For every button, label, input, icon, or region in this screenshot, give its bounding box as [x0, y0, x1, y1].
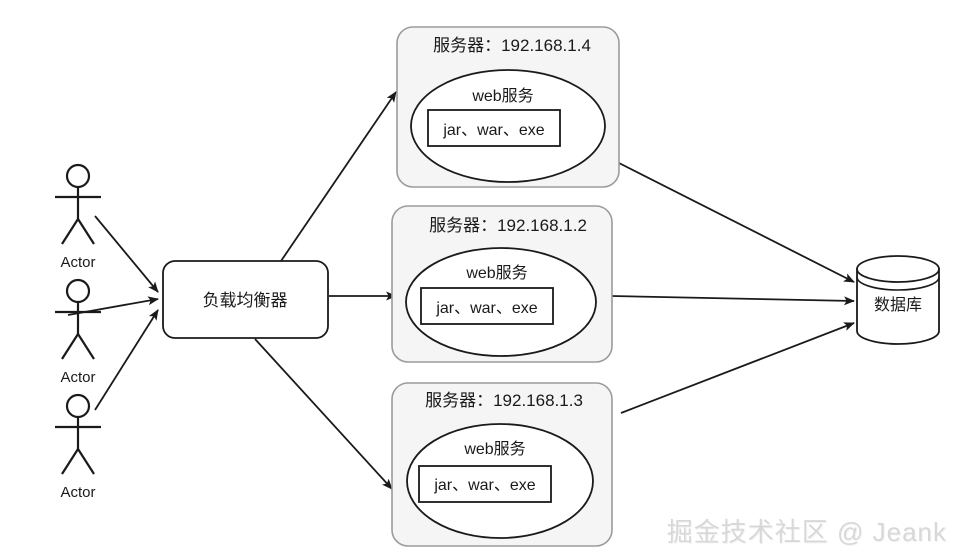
- load-balancer-label: 负载均衡器: [203, 291, 288, 310]
- web-service-label: web服务: [465, 264, 527, 282]
- server-node-2[interactable]: 服务器：192.168.1.2 web服务 jar、war、exe: [391, 205, 613, 363]
- connector-server-2-to-database: [611, 295, 855, 306]
- actor-leg-left: [61, 333, 79, 360]
- artifacts-box: [427, 109, 561, 147]
- connector-load-balancer-to-server-3: [254, 338, 393, 490]
- web-service-label: web服务: [471, 87, 533, 105]
- actor-leg-left: [61, 448, 79, 475]
- watermark: 掘金技术社区 @ Jeank: [666, 517, 947, 547]
- artifacts-label: jar、war、exe: [442, 122, 544, 139]
- actor-head-icon: [65, 278, 91, 304]
- actor-head-icon: [65, 393, 91, 419]
- actor-2: Actor: [55, 278, 101, 386]
- database-rim-line: [856, 276, 940, 291]
- server-title: 服务器：192.168.1.3: [425, 391, 583, 410]
- actor-head-icon: [65, 163, 91, 189]
- artifacts-label: jar、war、exe: [433, 477, 535, 494]
- actor-leg-left: [61, 218, 79, 245]
- load-balancer-node[interactable]: 负载均衡器: [162, 260, 329, 339]
- connector-server-3-to-database: [620, 322, 855, 414]
- connector-load-balancer-to-server-1: [280, 91, 397, 262]
- connector-server-1-to-database: [618, 162, 855, 283]
- connector-actor2-to-load-balancer: [67, 296, 159, 316]
- artifacts-label: jar、war、exe: [435, 300, 537, 317]
- actor-leg-right: [77, 333, 95, 360]
- server-title: 服务器：192.168.1.4: [433, 36, 591, 55]
- actor-label: Actor: [60, 254, 95, 271]
- actor-3: Actor: [55, 393, 101, 501]
- connector-actor1-to-load-balancer: [94, 215, 159, 293]
- database-top-ellipse: [856, 255, 940, 283]
- artifacts-box: [418, 465, 552, 503]
- database-node[interactable]: 数据库: [856, 255, 940, 345]
- web-service-label: web服务: [463, 440, 525, 458]
- actor-leg-right: [77, 218, 95, 245]
- actor-1: Actor: [55, 163, 101, 271]
- actor-label: Actor: [60, 369, 95, 386]
- load-balancer-box[interactable]: [162, 260, 329, 339]
- server-node-1[interactable]: 服务器：192.168.1.4 web服务 jar、war、exe: [396, 26, 620, 188]
- connector-actor3-to-load-balancer: [94, 309, 159, 411]
- server-node-3[interactable]: 服务器：192.168.1.3 web服务 jar、war、exe: [391, 382, 613, 547]
- artifacts-box: [420, 287, 554, 325]
- actor-label: Actor: [60, 484, 95, 501]
- database-label: 数据库: [874, 296, 922, 314]
- server-title: 服务器：192.168.1.2: [429, 216, 587, 235]
- actor-leg-right: [77, 448, 95, 475]
